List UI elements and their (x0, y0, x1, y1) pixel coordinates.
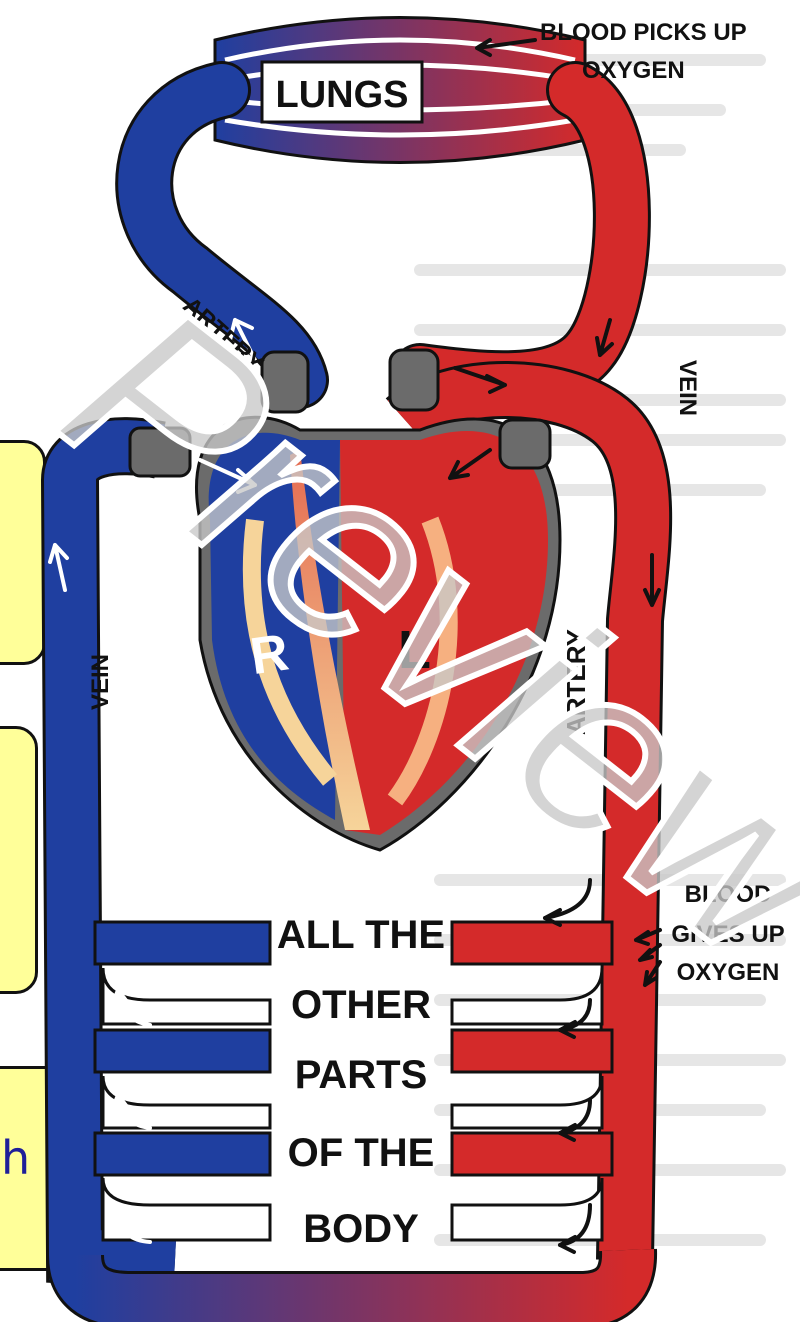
svg-text:OTHER: OTHER (291, 983, 431, 1027)
svg-text:BODY: BODY (303, 1207, 419, 1251)
svg-text:OF THE: OF THE (288, 1131, 435, 1175)
blood-picks-up-label-line1: BLOOD PICKS UP (540, 19, 747, 46)
svg-text:OXYGEN: OXYGEN (677, 959, 780, 986)
svg-text:BLOOD: BLOOD (685, 881, 772, 908)
lungs-label: LUNGS (276, 74, 409, 116)
vein-left-label: VEIN (87, 654, 114, 710)
svg-text:PARTS: PARTS (295, 1053, 428, 1097)
left-chamber-label: L (398, 620, 431, 680)
svg-text:ALL THE: ALL THE (277, 913, 445, 957)
body-label: ALL THE OTHER PARTS OF THE BODY (277, 913, 445, 1251)
right-chamber-label: R (247, 624, 292, 687)
svg-text:GIVES UP: GIVES UP (671, 921, 784, 948)
blood-picks-up-label-line2: OXYGEN (582, 57, 685, 84)
vein-right-label: VEIN (674, 360, 701, 416)
blood-gives-up-label: BLOOD GIVES UP OXYGEN (671, 881, 784, 986)
artery-right-label: ARTERY (561, 629, 591, 735)
